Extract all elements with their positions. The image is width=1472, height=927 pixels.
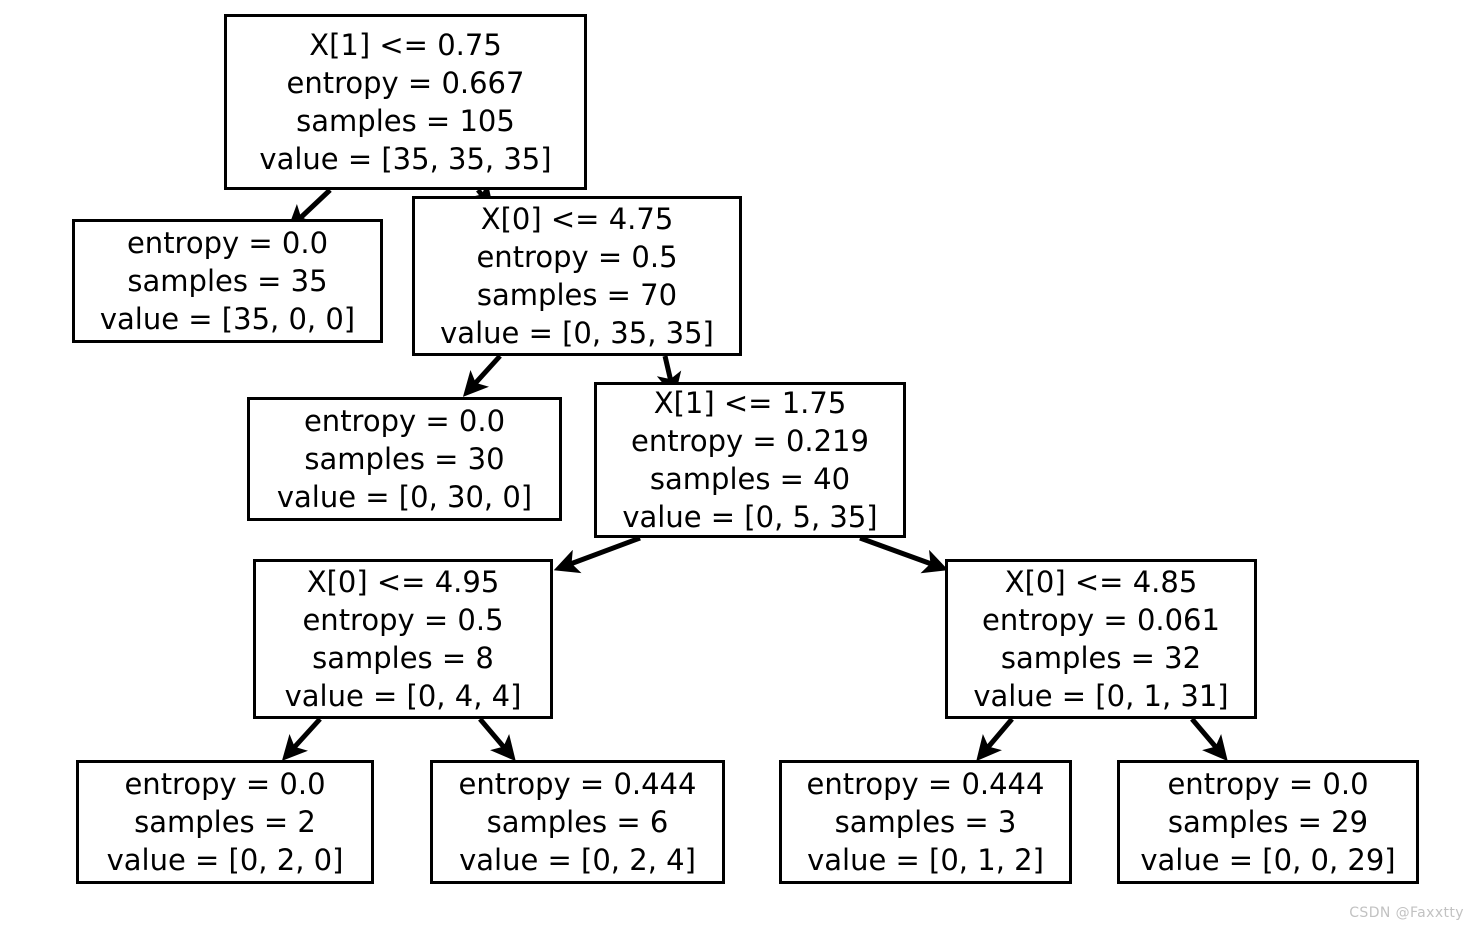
node-entropy: entropy = 0.5 (302, 603, 504, 637)
node-condition: X[1] <= 1.75 (653, 386, 847, 420)
node-value: value = [0, 4, 4] (284, 679, 522, 713)
node-samples: samples = 29 (1167, 805, 1369, 839)
node-entropy: entropy = 0.219 (631, 424, 869, 458)
tree-node-n10: entropy = 0.0 samples = 29 value = [0, 0, … (1117, 760, 1419, 884)
node-value: value = [0, 2, 4] (459, 843, 696, 877)
node-entropy: entropy = 0.444 (458, 767, 697, 801)
watermark-label: CSDN @Faxxtty (1349, 905, 1464, 921)
node-entropy: entropy = 0.5 (476, 240, 678, 274)
node-condition: X[1] <= 0.75 (309, 28, 502, 62)
node-samples: samples = 6 (486, 805, 669, 839)
tree-node-n9: entropy = 0.444 samples = 3 value = [0, 1,… (779, 760, 1072, 884)
node-samples: samples = 32 (1000, 641, 1202, 675)
tree-node-n1: entropy = 0.0 samples = 35 value = [35, 0,… (72, 219, 383, 343)
node-entropy: entropy = 0.0 (126, 226, 329, 260)
node-samples: samples = 35 (127, 264, 328, 298)
tree-edge-n2-n3 (462, 354, 502, 397)
tree-node-n2: X[0] <= 4.75 entropy = 0.5 samples = 70 val… (412, 196, 742, 356)
tree-edge-n6-n10 (1190, 717, 1228, 762)
node-condition: X[0] <= 4.95 (306, 565, 500, 599)
node-entropy: entropy = 0.0 (1167, 767, 1369, 801)
node-samples: samples = 40 (649, 462, 851, 496)
tree-node-n8: entropy = 0.444 samples = 6 value = [0, 2,… (430, 760, 725, 884)
tree-node-n6: X[0] <= 4.85 entropy = 0.061 samples = 32 v… (945, 559, 1257, 719)
node-samples: samples = 8 (312, 641, 494, 675)
node-samples: samples = 70 (476, 278, 678, 312)
tree-node-n4: X[1] <= 1.75 entropy = 0.219 samples = 40 v… (594, 382, 906, 538)
node-entropy: entropy = 0.0 (303, 404, 506, 438)
tree-edge-n5-n7 (281, 717, 322, 761)
node-entropy: entropy = 0.444 (806, 767, 1045, 801)
tree-edge-n6-n9 (976, 717, 1014, 762)
node-entropy: entropy = 0.0 (124, 767, 326, 801)
tree-edge-n4-n6 (859, 535, 949, 574)
tree-edge-n4-n5 (553, 535, 641, 574)
node-value: value = [0, 1, 2] (807, 843, 1044, 877)
node-condition: X[0] <= 4.85 (1004, 565, 1198, 599)
tree-edge-n0-n1 (287, 188, 332, 231)
node-value: value = [0, 1, 31] (973, 679, 1229, 713)
node-samples: samples = 30 (304, 442, 505, 476)
node-samples: samples = 105 (296, 104, 515, 138)
node-value: value = [0, 2, 0] (106, 843, 344, 877)
node-value: value = [0, 5, 35] (622, 500, 878, 534)
node-condition: X[0] <= 4.75 (480, 202, 674, 236)
node-samples: samples = 2 (134, 805, 316, 839)
tree-node-n5: X[0] <= 4.95 entropy = 0.5 samples = 8 valu… (253, 559, 553, 719)
node-entropy: entropy = 0.061 (982, 603, 1220, 637)
node-value: value = [35, 35, 35] (259, 142, 552, 176)
tree-node-n3: entropy = 0.0 samples = 30 value = [0, 30,… (247, 397, 562, 521)
node-value: value = [0, 35, 35] (440, 316, 714, 350)
node-value: value = [0, 30, 0] (276, 480, 533, 514)
node-samples: samples = 3 (834, 805, 1017, 839)
node-value: value = [0, 0, 29] (1140, 843, 1396, 877)
tree-edge-n5-n8 (478, 717, 516, 762)
tree-node-n7: entropy = 0.0 samples = 2 value = [0, 2, 0… (76, 760, 374, 884)
tree-node-n0: X[1] <= 0.75 entropy = 0.667 samples = 105… (224, 14, 587, 190)
node-value: value = [35, 0, 0] (99, 302, 356, 336)
node-entropy: entropy = 0.667 (286, 66, 525, 100)
